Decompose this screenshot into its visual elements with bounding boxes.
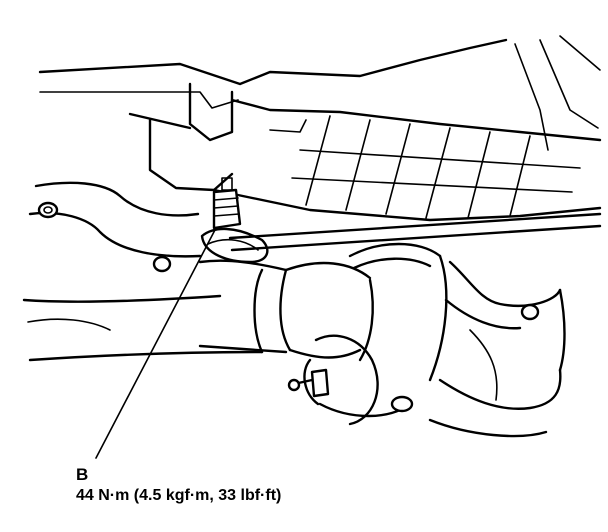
torque-spec: 44 N·m (4.5 kgf·m, 33 lbf·ft) bbox=[76, 487, 282, 504]
callout-label-b: B bbox=[76, 465, 89, 484]
oxygen-sensor bbox=[287, 368, 330, 398]
catalytic-converter bbox=[303, 242, 566, 438]
subframe bbox=[22, 181, 222, 331]
exhaust-pipe bbox=[28, 259, 372, 362]
support-rod bbox=[228, 212, 602, 252]
upper-housing bbox=[38, 35, 602, 222]
callout-leader-line bbox=[95, 227, 217, 459]
mounting-bolt bbox=[200, 177, 269, 264]
